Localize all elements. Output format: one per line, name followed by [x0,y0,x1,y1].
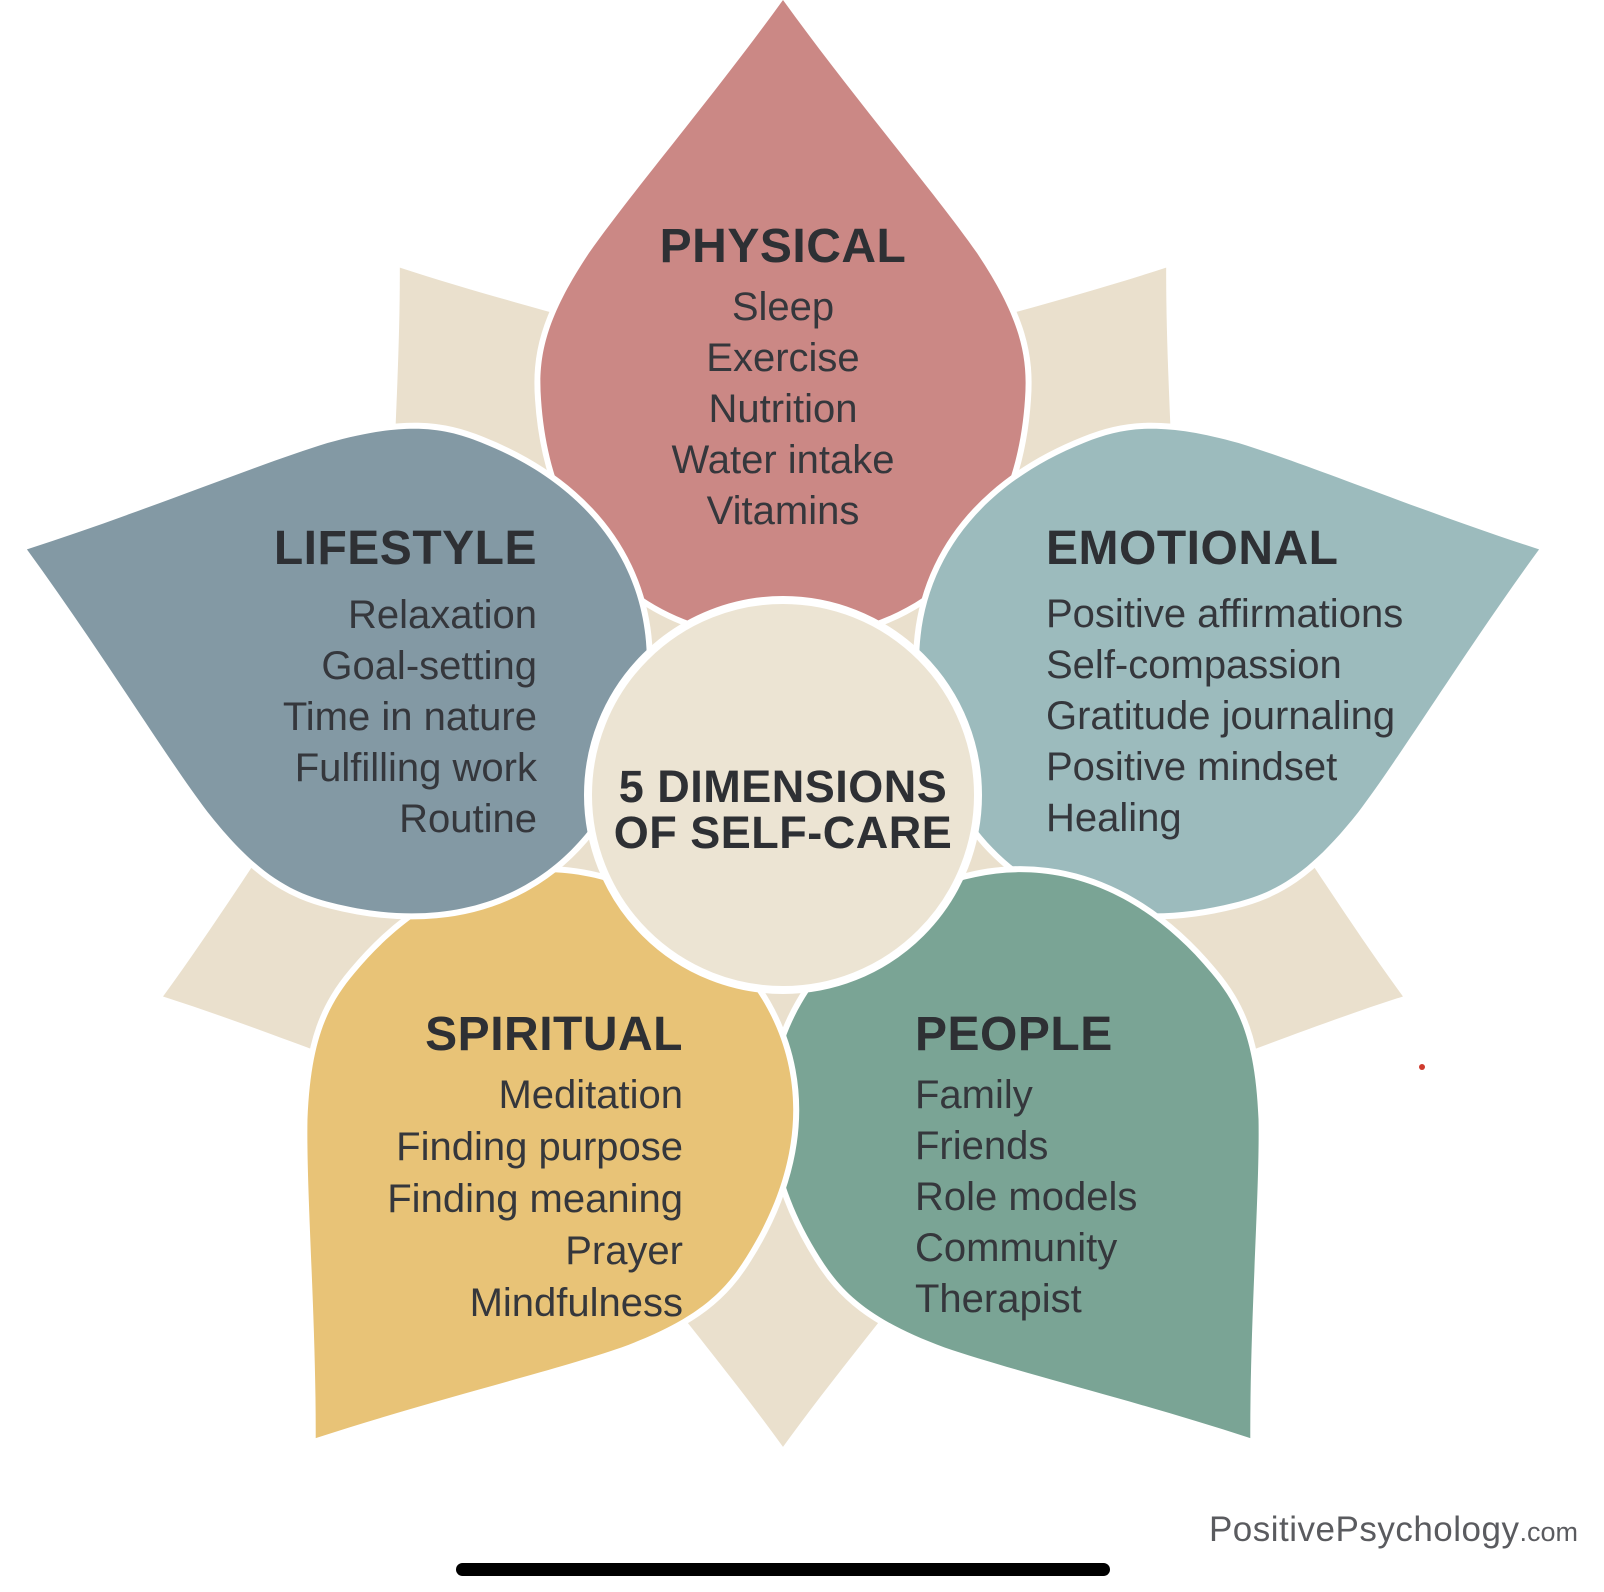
physical-items: Sleep Exercise Nutrition Water intake Vi… [530,282,1036,537]
petal-item: Finding purpose [396,1125,683,1169]
physical-title: PHYSICAL [659,220,907,273]
petal-item: Routine [399,797,537,841]
petal-item: Exercise [706,336,860,380]
emotional-items: Positive affirmations Self-compassion Gr… [1046,589,1526,844]
petal-item: Therapist [915,1277,1082,1321]
lifestyle-title: LIFESTYLE [273,522,537,575]
brand-suffix: .com [1519,1517,1578,1547]
petal-item: Meditation [498,1073,683,1117]
red-dot [1419,1064,1425,1070]
petal-item: Healing [1046,796,1182,840]
brand-name: PositivePsychology [1208,1510,1520,1549]
footer-divider-bar [456,1563,1110,1576]
petal-item: Community [915,1226,1118,1270]
petal-item: Fulfilling work [294,746,537,790]
petal-item: Nutrition [708,387,858,431]
center-title-line1: 5 DIMENSIONS [618,761,948,812]
petal-item: Sleep [731,285,835,329]
lifestyle-items: Relaxation Goal-setting Time in nature F… [97,590,537,845]
center-title: 5 DIMENSIONS OF SELF-CARE [583,764,983,856]
petal-item: Vitamins [706,489,860,533]
petal-item: Gratitude journaling [1046,694,1396,738]
petal-item: Water intake [671,438,895,482]
petal-item: Mindfulness [469,1281,683,1325]
petal-item: Finding meaning [387,1177,683,1221]
emotional-title: EMOTIONAL [1046,522,1339,575]
center-circle [584,596,982,994]
petal-item: Positive mindset [1046,745,1338,789]
spiritual-title: SPIRITUAL [425,1008,683,1061]
petal-item: Positive affirmations [1046,592,1404,636]
petal-item: Goal-setting [321,644,537,688]
petal-item: Relaxation [347,593,537,637]
people-items: Family Friends Role models Community The… [915,1070,1355,1325]
people-title: PEOPLE [915,1008,1113,1061]
petal-item: Self-compassion [1046,643,1342,687]
petal-item: Time in nature [282,695,537,739]
center-title-line2: OF SELF-CARE [613,807,953,858]
petal-item: Friends [915,1124,1049,1168]
spiritual-items: Meditation Finding purpose Finding meani… [243,1069,683,1329]
petal-item: Family [915,1073,1033,1117]
petal-item: Role models [915,1175,1138,1219]
brand-logo: PositivePsychology.com [1209,1510,1578,1550]
petal-item: Prayer [565,1229,683,1273]
